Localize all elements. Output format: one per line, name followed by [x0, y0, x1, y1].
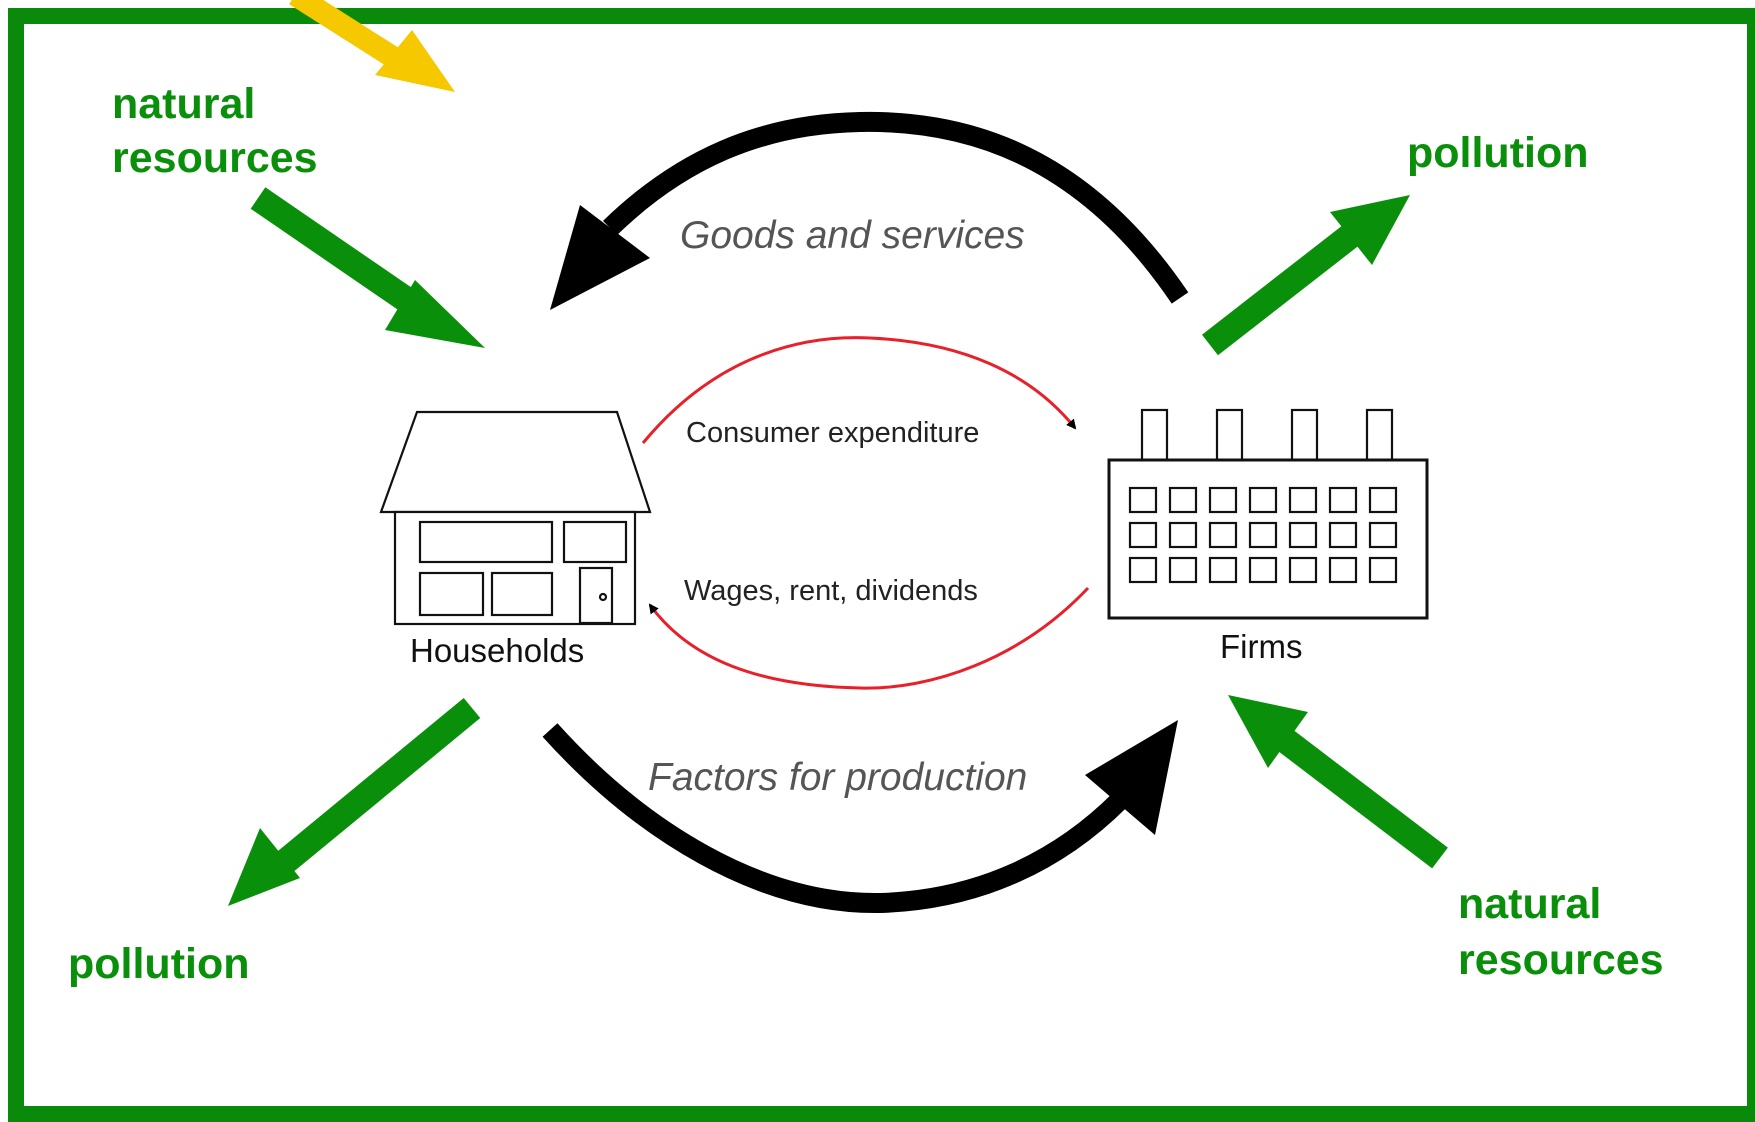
- factory-window: [1368, 521, 1398, 549]
- firms-label: Firms: [1220, 628, 1302, 665]
- natural-resources-top-arrow: [250, 187, 485, 348]
- house-icon: [379, 410, 652, 626]
- factory-window: [1328, 486, 1358, 514]
- consumer-expenditure-label: Consumer expenditure: [686, 417, 979, 449]
- factory-window: [1128, 521, 1158, 549]
- wages-rent-dividends-flow: [648, 586, 1090, 690]
- factory-window: [1368, 486, 1398, 514]
- factory-window: [1208, 556, 1238, 584]
- factory-window: [1288, 521, 1318, 549]
- factory-window: [1288, 486, 1318, 514]
- households-label: Households: [410, 632, 584, 669]
- factory-window: [1248, 486, 1278, 514]
- natural-resources-bottom-line1: natural: [1458, 880, 1601, 928]
- natural-resources-bottom-line2: resources: [1458, 936, 1664, 984]
- pollution-top-arrow: [1202, 195, 1410, 356]
- factory-window: [1208, 521, 1238, 549]
- factors-for-production-flow: [542, 720, 1178, 914]
- natural-resources-top-line2: resources: [112, 134, 318, 182]
- factory-window: [1168, 521, 1198, 549]
- factors-for-production-label: Factors for production: [648, 756, 1027, 799]
- factory-window: [1328, 521, 1358, 549]
- pollution-bottom-label: pollution: [68, 940, 250, 988]
- factory-window: [1368, 556, 1398, 584]
- factory-window: [1168, 486, 1198, 514]
- natural-resources-top-line1: natural: [112, 80, 255, 128]
- yellow-arrow: [289, 0, 455, 92]
- factory-icon: [1107, 408, 1429, 620]
- factory-window: [1128, 556, 1158, 584]
- factory-window: [1128, 486, 1158, 514]
- natural-resources-bottom-arrow: [1228, 695, 1448, 869]
- factory-window: [1248, 556, 1278, 584]
- goods-and-services-label: Goods and services: [680, 214, 1025, 257]
- factory-window: [1168, 556, 1198, 584]
- wages-rent-dividends-label: Wages, rent, dividends: [684, 575, 978, 607]
- natural-resources-bottom-label: natural resources: [1458, 880, 1664, 984]
- goods-and-services-flow: [550, 111, 1189, 310]
- factory-window: [1248, 521, 1278, 549]
- factory-window: [1328, 556, 1358, 584]
- pollution-top-label: pollution: [1407, 129, 1589, 177]
- consumer-expenditure-flow: [641, 336, 1077, 444]
- natural-resources-top-label: natural resources: [112, 80, 318, 182]
- factory-window: [1208, 486, 1238, 514]
- pollution-bottom-arrow: [228, 697, 481, 906]
- factory-window: [1288, 556, 1318, 584]
